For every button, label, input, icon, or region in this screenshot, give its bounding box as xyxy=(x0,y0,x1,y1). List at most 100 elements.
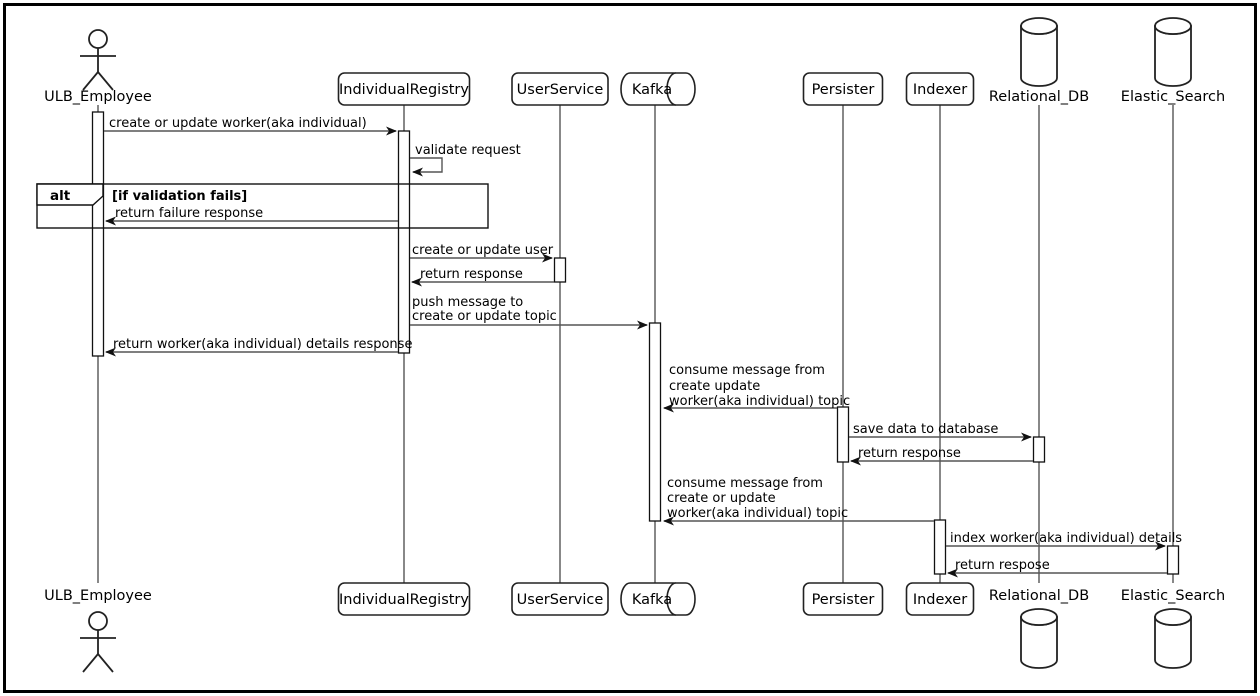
participant-head-individual-registry[interactable]: IndividualRegistry xyxy=(337,72,471,106)
message-create-or-update-user[interactable]: create or update user xyxy=(410,243,554,263)
database-cylinder-icon xyxy=(1154,17,1192,87)
participant-label-relational-db: Relational_DB xyxy=(989,89,1089,105)
diagram-frame xyxy=(3,3,1257,693)
participant-queue-kafka-bottom xyxy=(620,582,696,616)
participant-label-individual-registry-bottom: IndividualRegistry xyxy=(339,592,469,608)
participant-label-persister-bottom: Persister xyxy=(812,592,875,608)
actor-leg-left xyxy=(82,653,99,673)
participant-label-kafka-bottom: Kafka xyxy=(632,592,672,608)
message-label-line3: worker(aka individual) topic xyxy=(667,506,848,521)
message-return-response-relational-db[interactable]: return response xyxy=(850,446,1033,466)
message-label: return response xyxy=(858,446,961,461)
activation-user-service xyxy=(553,257,567,283)
message-label-line1: consume message from xyxy=(667,476,823,491)
activation-ulb-employee xyxy=(91,111,105,357)
fragment-guard-label: [if validation fails] xyxy=(112,189,247,204)
fragment-operator-tab xyxy=(36,183,104,206)
participant-foot-kafka[interactable]: Kafka xyxy=(620,582,696,616)
message-consume-message-indexer[interactable]: consume message from create or update wo… xyxy=(663,476,934,526)
message-label-line3: worker(aka individual) topic xyxy=(669,394,850,409)
activation-relational-db xyxy=(1032,436,1046,463)
message-index-worker-details[interactable]: index worker(aka individual) details xyxy=(946,531,1182,551)
participant-box-persister-bottom xyxy=(802,582,884,616)
participant-head-indexer[interactable]: Indexer xyxy=(905,72,975,106)
activation-persister xyxy=(836,406,850,463)
message-label: validate request xyxy=(415,143,521,158)
participant-label-kafka: Kafka xyxy=(632,82,672,98)
message-return-worker-details-response[interactable]: return worker(aka individual) details re… xyxy=(105,337,412,357)
message-label-line2: create or update topic xyxy=(412,309,557,324)
participant-label-elastic-search: Elastic_Search xyxy=(1121,89,1225,105)
message-return-respose-elastic[interactable]: return respose xyxy=(947,558,1167,578)
queue-end-cap-icon xyxy=(666,72,677,106)
participant-head-ulb-employee[interactable]: ULB_Employee xyxy=(44,29,152,105)
activation-elastic-search xyxy=(1166,545,1180,575)
participant-label-indexer: Indexer xyxy=(913,82,967,98)
participant-box-persister xyxy=(802,72,884,106)
message-validate-request[interactable]: validate request xyxy=(410,143,521,177)
message-label: return worker(aka individual) details re… xyxy=(113,337,412,352)
fragment-box xyxy=(36,183,489,229)
message-label: return response xyxy=(420,267,523,282)
participant-head-kafka[interactable]: Kafka xyxy=(620,72,696,106)
queue-end-cap-icon xyxy=(666,582,677,616)
message-label: index worker(aka individual) details xyxy=(950,531,1182,546)
message-create-or-update-worker[interactable]: create or update worker(aka individual) xyxy=(104,116,397,136)
message-label: create or update user xyxy=(412,243,554,258)
message-label-line1: push message to xyxy=(412,295,523,310)
message-consume-message-persister[interactable]: consume message from create update worke… xyxy=(663,363,850,413)
participant-label-relational-db-bottom: Relational_DB xyxy=(989,588,1089,604)
message-label: return respose xyxy=(955,558,1050,573)
participant-head-user-service[interactable]: UserService xyxy=(511,72,609,106)
message-return-failure-response[interactable]: return failure response xyxy=(105,206,398,226)
participant-head-relational-db[interactable]: Relational_DB xyxy=(989,17,1089,105)
actor-leg-right xyxy=(97,71,114,91)
participant-box-indexer xyxy=(905,72,975,106)
participant-foot-user-service[interactable]: UserService xyxy=(511,582,609,616)
activation-individual-registry xyxy=(397,130,411,354)
participant-foot-elastic-search[interactable]: Elastic_Search xyxy=(1121,588,1225,669)
database-cylinder-icon xyxy=(1154,608,1192,669)
participant-label-user-service-bottom: UserService xyxy=(517,592,604,608)
message-label-line2: create or update xyxy=(667,491,776,506)
message-return-response-user-service[interactable]: return response xyxy=(411,267,554,287)
participant-head-elastic-search[interactable]: Elastic_Search xyxy=(1121,17,1225,105)
actor-leg-left xyxy=(82,71,99,91)
actor-leg-right xyxy=(97,653,114,673)
participant-foot-ulb-employee[interactable]: ULB_Employee xyxy=(44,588,152,673)
participant-head-persister[interactable]: Persister xyxy=(802,72,884,106)
message-label: save data to database xyxy=(853,422,998,437)
database-cylinder-icon xyxy=(1020,17,1058,87)
fragment-operator-label: alt xyxy=(50,188,71,204)
participant-foot-persister[interactable]: Persister xyxy=(802,582,884,616)
participant-foot-indexer[interactable]: Indexer xyxy=(905,582,975,616)
participant-box-user-service xyxy=(511,72,609,106)
actor-head-icon xyxy=(88,611,108,631)
activation-indexer xyxy=(933,519,947,575)
participant-label-persister: Persister xyxy=(812,82,875,98)
activation-bars xyxy=(91,111,1180,575)
participant-box-indexer-bottom xyxy=(905,582,975,616)
message-push-message-to-topic[interactable]: push message to create or update topic xyxy=(410,295,648,330)
message-self-arrow xyxy=(410,157,443,177)
message-label: return failure response xyxy=(115,206,263,221)
participant-box-user-service-bottom xyxy=(511,582,609,616)
participant-foot-individual-registry[interactable]: IndividualRegistry xyxy=(337,582,471,616)
participant-label-user-service: UserService xyxy=(517,82,604,98)
participant-box-individual-registry xyxy=(337,72,471,106)
participant-label-ulb-employee-bottom: ULB_Employee xyxy=(44,588,152,604)
participant-foot-relational-db[interactable]: Relational_DB xyxy=(989,588,1089,669)
actor-head-icon xyxy=(88,29,108,49)
participant-label-indexer-bottom: Indexer xyxy=(913,592,967,608)
participant-box-individual-registry-bottom xyxy=(337,582,471,616)
participant-label-ulb-employee: ULB_Employee xyxy=(44,89,152,105)
participant-queue-kafka xyxy=(620,72,696,106)
database-cylinder-icon xyxy=(1020,608,1058,669)
message-label-line2: create update xyxy=(669,379,760,394)
activation-kafka xyxy=(648,322,662,522)
message-save-data-to-database[interactable]: save data to database xyxy=(849,422,1032,442)
fragment-alt[interactable]: alt [if validation fails] xyxy=(36,183,489,229)
message-label-line1: consume message from xyxy=(669,363,825,378)
